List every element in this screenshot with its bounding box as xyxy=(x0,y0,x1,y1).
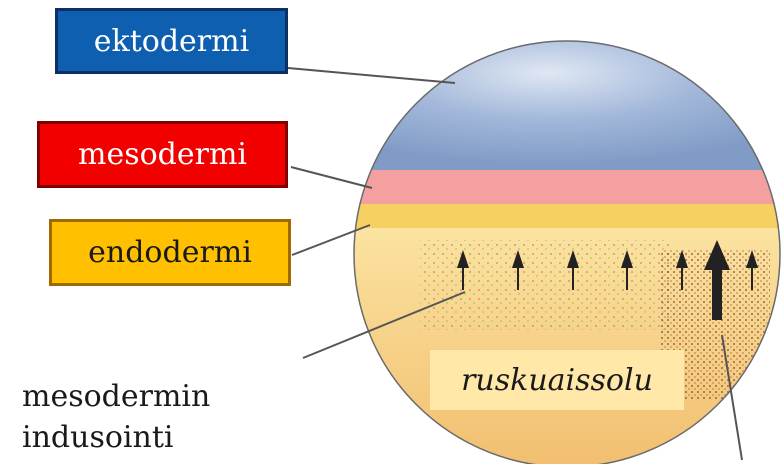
endoderm-layer xyxy=(350,204,781,228)
yolk-cell-label: ruskuaissolu xyxy=(430,350,684,410)
induction-line-1: mesodermin xyxy=(22,376,210,417)
mesoderm-label: mesodermi xyxy=(37,121,288,188)
induction-dots xyxy=(420,240,670,330)
induction-line-2: indusointi xyxy=(22,417,210,458)
ectoderm-label: ektodermi xyxy=(55,8,288,74)
mesoderm-induction-label: mesodermin indusointi xyxy=(22,376,210,458)
endoderm-label: endodermi xyxy=(49,219,291,286)
mesoderm-layer xyxy=(350,170,781,204)
